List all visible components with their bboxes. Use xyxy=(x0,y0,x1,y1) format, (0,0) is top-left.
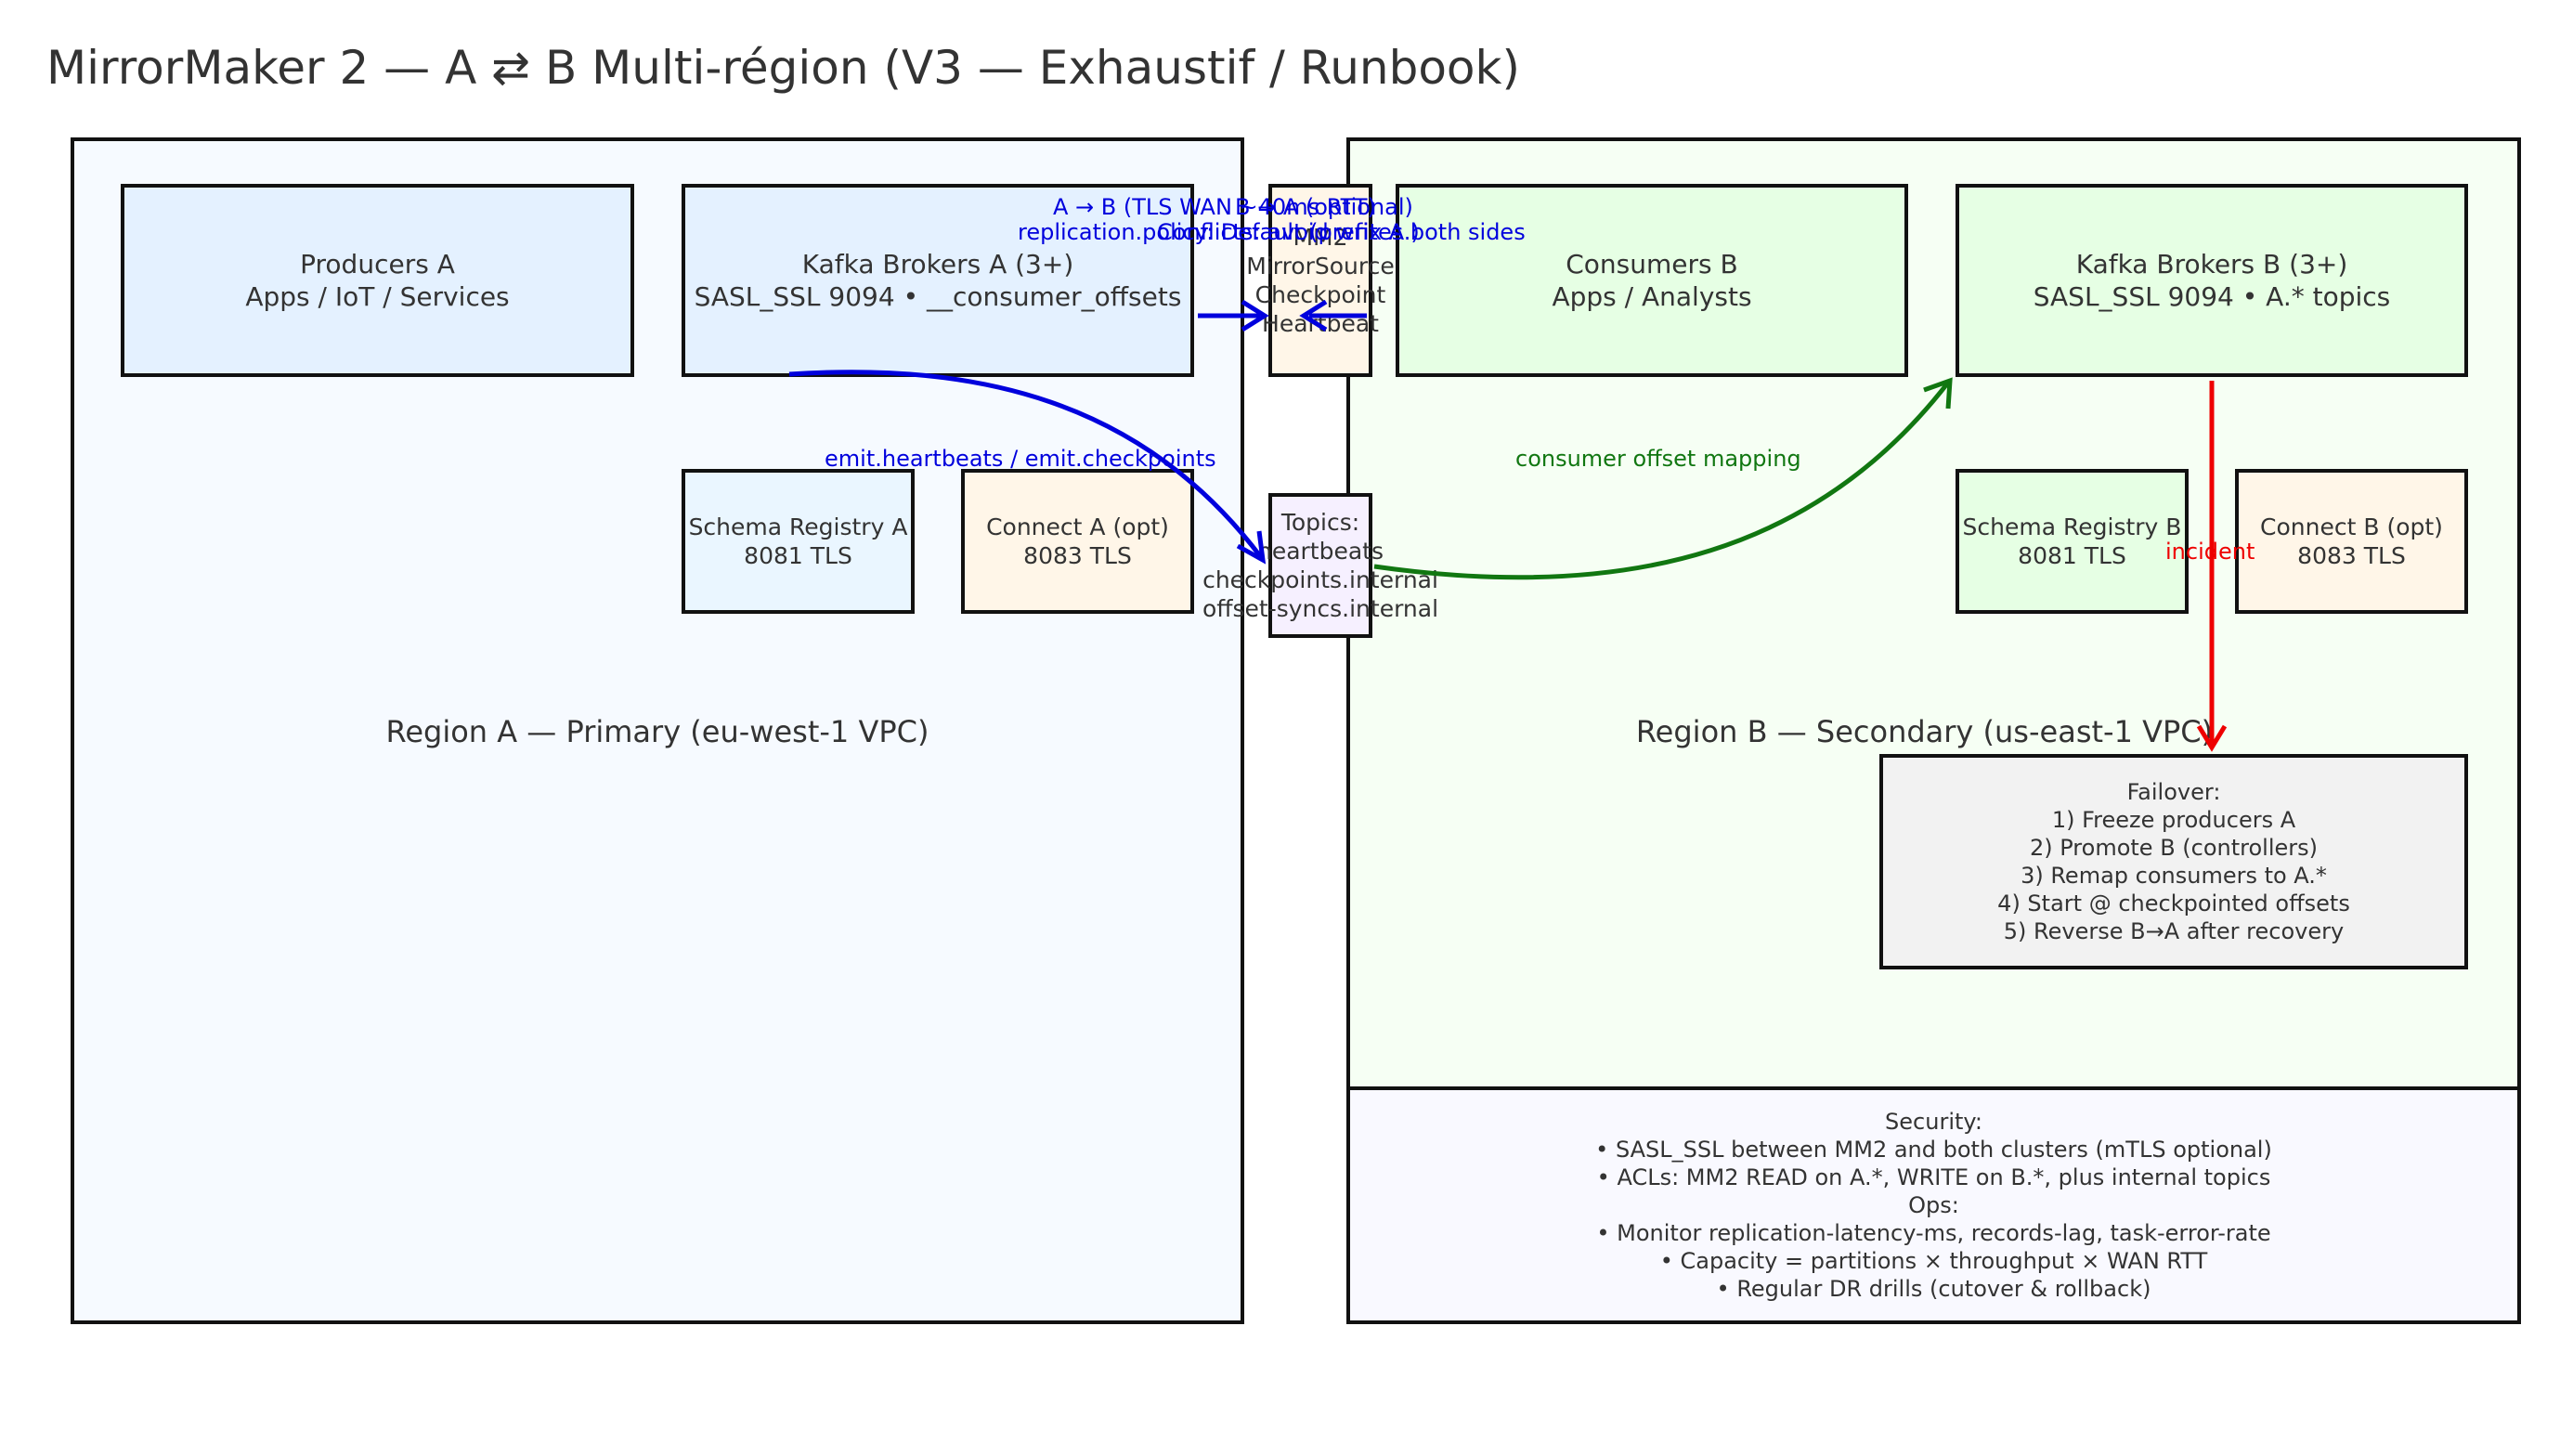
security-heading: Security: xyxy=(1885,1109,1982,1135)
connect-a-port: 8083 TLS xyxy=(1023,542,1132,569)
connect-a-title: Connect A (opt) xyxy=(986,513,1169,540)
schema-registry-a-node: Schema Registry A 8081 TLS xyxy=(682,469,915,614)
brokers-b-node: Kafka Brokers B (3+) SASL_SSL 9094 • A.*… xyxy=(1956,184,2468,377)
topic-offset-syncs-internal: offset-syncs.internal xyxy=(1202,595,1439,623)
label-replication-policy: replication.policy: Default (prefix A.) xyxy=(1018,219,1420,245)
brokers-a-subtitle: SASL_SSL 9094 • __consumer_offsets xyxy=(694,281,1182,312)
security-ops-box: Security: • SASL_SSL between MM2 and bot… xyxy=(1346,1086,2521,1324)
failover-runbook-node: Failover: 1) Freeze producers A 2) Promo… xyxy=(1879,754,2468,969)
region-b-label: Region B — Secondary (us-east-1 VPC) xyxy=(1635,714,2214,749)
producers-a-node: Producers A Apps / IoT / Services xyxy=(121,184,634,377)
connect-a-node: Connect A (opt) 8083 TLS xyxy=(961,469,1194,614)
mm2-node: MM2 MirrorSource Checkpoint Heartbeat xyxy=(1246,184,1395,377)
mm2-heartbeat: Heartbeat xyxy=(1262,310,1379,338)
consumers-b-node: Consumers B Apps / Analysts xyxy=(1396,184,1908,377)
consumers-b-subtitle: Apps / Analysts xyxy=(1552,281,1752,312)
brokers-a-title: Kafka Brokers A (3+) xyxy=(801,249,1074,280)
mm2-title: MM2 xyxy=(1293,223,1348,251)
schema-registry-b-node: Schema Registry B 8081 TLS xyxy=(1956,469,2189,614)
failover-step-5: 5) Reverse B→A after recovery xyxy=(2003,918,2345,944)
ops-item-capacity: • Capacity = partitions × throughput × W… xyxy=(1659,1248,2208,1274)
topic-checkpoints-internal: checkpoints.internal xyxy=(1202,566,1438,593)
failover-step-2: 2) Promote B (controllers) xyxy=(2029,835,2319,861)
topic-heartbeats: heartbeats xyxy=(1256,537,1384,565)
schema-registry-a-title: Schema Registry A xyxy=(688,513,908,540)
label-conflicts: Conflicts: avoid writes both sides xyxy=(1157,219,1526,245)
region-a-label: Region A — Primary (eu-west-1 VPC) xyxy=(385,714,929,749)
failover-step-3: 3) Remap consumers to A.* xyxy=(2021,863,2327,889)
failover-step-4: 4) Start @ checkpointed offsets xyxy=(1997,890,2350,916)
brokers-b-title: Kafka Brokers B (3+) xyxy=(2075,249,2348,280)
internal-topics-node: Topics: heartbeats checkpoints.internal … xyxy=(1202,493,1438,638)
connect-b-node: Connect B (opt) 8083 TLS xyxy=(2235,469,2468,614)
topics-heading: Topics: xyxy=(1280,508,1360,536)
label-incident: incident xyxy=(2165,539,2255,565)
schema-registry-b-title: Schema Registry B xyxy=(1962,513,2182,540)
connect-b-title: Connect B (opt) xyxy=(2260,513,2443,540)
security-item-acls: • ACLs: MM2 READ on A.*, WRITE on B.*, p… xyxy=(1596,1164,2271,1190)
ops-item-monitor: • Monitor replication-latency-ms, record… xyxy=(1596,1220,2271,1246)
connect-b-port: 8083 TLS xyxy=(2297,542,2406,569)
failover-step-1: 1) Freeze producers A xyxy=(2051,807,2296,833)
producers-a-title: Producers A xyxy=(300,249,455,280)
security-item-sasl: • SASL_SSL between MM2 and both clusters… xyxy=(1595,1137,2272,1163)
schema-registry-b-port: 8081 TLS xyxy=(2018,542,2126,569)
diagram-title: MirrorMaker 2 — A ⇄ B Multi-région (V3 —… xyxy=(46,41,1520,95)
brokers-b-subtitle: SASL_SSL 9094 • A.* topics xyxy=(2033,281,2391,312)
mm2-mirror-source: MirrorSource xyxy=(1246,252,1395,280)
schema-registry-a-port: 8081 TLS xyxy=(744,542,852,569)
mm2-checkpoint: Checkpoint xyxy=(1254,281,1386,308)
failover-heading: Failover: xyxy=(2126,779,2221,805)
ops-heading: Ops: xyxy=(1908,1192,1959,1218)
label-emit: emit.heartbeats / emit.checkpoints xyxy=(825,446,1216,472)
brokers-a-node: Kafka Brokers A (3+) SASL_SSL 9094 • __c… xyxy=(682,184,1194,377)
label-offset-mapping: consumer offset mapping xyxy=(1515,446,1801,472)
label-b-to-a: B → A (optional) xyxy=(1235,194,1413,220)
label-a-to-b: A → B (TLS WAN ~40ms RTT) xyxy=(1053,194,1376,220)
ops-item-drills: • Regular DR drills (cutover & rollback) xyxy=(1716,1276,2151,1302)
consumers-b-title: Consumers B xyxy=(1566,249,1738,280)
producers-a-subtitle: Apps / IoT / Services xyxy=(245,281,510,312)
